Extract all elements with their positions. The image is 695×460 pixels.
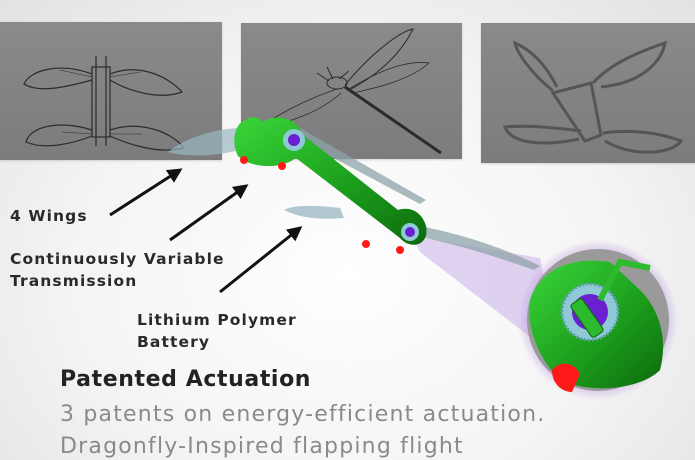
battery-label-line2: Battery [137,333,211,351]
rear-right-wing [416,226,540,270]
robot-perspective-drawing [502,40,684,154]
battery-arrow [219,226,303,294]
feature-title: Patented Actuation [60,367,312,392]
top-view-sketch-panel [0,22,222,160]
feature-description-line2: Dragonfly-Inspired flapping flight [60,434,464,459]
feature-description-line1: 3 patents on energy-efficient actuation. [60,402,546,427]
zoom-detail [527,249,669,392]
transmission-label-line2: Transmission [10,272,138,290]
wings-arrow [109,168,183,217]
perspective-sketch-panel [481,23,695,163]
transmission-label-line1: Continuously Variable [10,250,225,268]
wings-label: 4 Wings [10,207,88,225]
dragonfly-sketch-panel [241,23,462,159]
dragonfly-drawing [259,28,442,155]
zoom-glow [518,240,678,400]
rear-left-wing [284,205,344,219]
zoom-beam [412,236,560,360]
rear-gear [401,223,419,241]
transmission-arrow [169,184,249,242]
robot-top-view-drawing [23,56,186,151]
battery-label-line1: Lithium Polymer [137,311,297,329]
